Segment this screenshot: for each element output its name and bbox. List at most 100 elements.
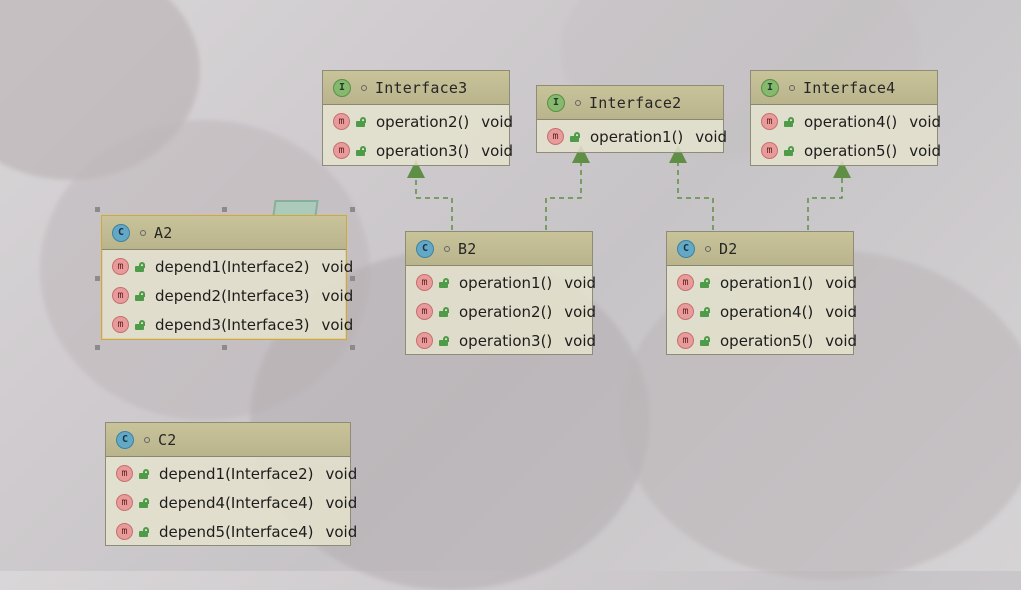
method-icon: m — [416, 303, 433, 320]
method-return-type: void — [825, 274, 857, 292]
class-box-c2[interactable]: C C2 m depend1(Interface2) void m depend… — [105, 422, 351, 546]
method-return-type: void — [695, 128, 727, 146]
selection-handle[interactable] — [222, 345, 227, 350]
lock-icon — [139, 498, 149, 508]
method-signature: depend4(Interface4) — [159, 494, 313, 512]
lock-icon — [700, 307, 710, 317]
method-row[interactable]: m operation4() void — [751, 107, 937, 136]
class-name: B2 — [458, 240, 476, 258]
lock-icon — [439, 336, 449, 346]
method-icon: m — [761, 113, 778, 130]
lock-icon — [570, 132, 580, 142]
method-signature: operation5() — [804, 142, 897, 160]
method-signature: operation2() — [376, 113, 469, 131]
method-return-type: void — [564, 303, 596, 321]
method-icon: m — [416, 332, 433, 349]
method-return-type: void — [325, 523, 357, 541]
class-header[interactable]: I Interface4 — [751, 71, 937, 105]
class-box-d2[interactable]: C D2 m operation1() void m operation4() … — [666, 231, 854, 355]
method-return-type: void — [825, 303, 857, 321]
lock-icon — [356, 146, 366, 156]
method-signature: operation1() — [459, 274, 552, 292]
method-row[interactable]: m depend3(Interface3) void — [102, 310, 346, 339]
method-row[interactable]: m depend1(Interface2) void — [102, 252, 346, 281]
selection-handle[interactable] — [350, 276, 355, 281]
lock-icon — [439, 307, 449, 317]
method-return-type: void — [481, 113, 513, 131]
method-list: m operation1() void — [537, 120, 723, 151]
class-header[interactable]: C A2 — [102, 216, 346, 250]
method-row[interactable]: m operation3() void — [323, 136, 509, 165]
method-list: m operation1() void m operation4() void … — [667, 266, 853, 355]
method-signature: depend2(Interface3) — [155, 287, 309, 305]
method-row[interactable]: m operation1() void — [667, 268, 853, 297]
class-badge-icon: C — [416, 240, 434, 258]
selection-handle[interactable] — [95, 345, 100, 350]
method-row[interactable]: m operation2() void — [323, 107, 509, 136]
visibility-dot-icon — [361, 85, 367, 91]
class-name: D2 — [719, 240, 737, 258]
method-row[interactable]: m operation5() void — [667, 326, 853, 355]
method-return-type: void — [481, 142, 513, 160]
selection-handle[interactable] — [95, 276, 100, 281]
method-row[interactable]: m depend1(Interface2) void — [106, 459, 350, 488]
method-icon: m — [761, 142, 778, 159]
method-row[interactable]: m operation1() void — [537, 122, 723, 151]
class-header[interactable]: I Interface3 — [323, 71, 509, 105]
method-row[interactable]: m operation2() void — [406, 297, 592, 326]
method-signature: operation3() — [376, 142, 469, 160]
class-name: Interface3 — [375, 79, 467, 97]
method-return-type: void — [564, 332, 596, 350]
method-signature: operation1() — [590, 128, 683, 146]
lock-icon — [784, 146, 794, 156]
method-row[interactable]: m depend5(Interface4) void — [106, 517, 350, 546]
method-row[interactable]: m operation4() void — [667, 297, 853, 326]
class-header[interactable]: I Interface2 — [537, 86, 723, 120]
lock-icon — [356, 117, 366, 127]
arrow-d2-to-interface2 — [678, 154, 713, 230]
method-row[interactable]: m operation1() void — [406, 268, 592, 297]
class-box-a2[interactable]: C A2 m depend1(Interface2) void m depend… — [101, 215, 347, 340]
method-return-type: void — [909, 113, 941, 131]
method-row[interactable]: m operation5() void — [751, 136, 937, 165]
method-return-type: void — [909, 142, 941, 160]
method-list: m operation2() void m operation3() void — [323, 105, 509, 165]
lock-icon — [139, 469, 149, 479]
selection-handle[interactable] — [95, 207, 100, 212]
class-box-interface3[interactable]: I Interface3 m operation2() void m opera… — [322, 70, 510, 166]
selection-handle[interactable] — [222, 207, 227, 212]
class-header[interactable]: C D2 — [667, 232, 853, 266]
lock-icon — [135, 262, 145, 272]
method-icon: m — [677, 274, 694, 291]
class-box-b2[interactable]: C B2 m operation1() void m operation2() … — [405, 231, 593, 355]
uml-diagram-canvas: I Interface3 m operation2() void m opera… — [0, 0, 1021, 571]
selection-handle[interactable] — [350, 345, 355, 350]
class-header[interactable]: C C2 — [106, 423, 350, 457]
selection-handle[interactable] — [350, 207, 355, 212]
lock-icon — [784, 117, 794, 127]
method-icon: m — [112, 258, 129, 275]
method-return-type: void — [321, 287, 353, 305]
arrow-d2-to-interface4 — [808, 169, 842, 230]
visibility-dot-icon — [705, 246, 711, 252]
method-signature: depend3(Interface3) — [155, 316, 309, 334]
method-icon: m — [116, 494, 133, 511]
method-row[interactable]: m operation3() void — [406, 326, 592, 355]
visibility-dot-icon — [444, 246, 450, 252]
method-signature: depend5(Interface4) — [159, 523, 313, 541]
class-box-interface4[interactable]: I Interface4 m operation4() void m opera… — [750, 70, 938, 166]
method-return-type: void — [321, 258, 353, 276]
class-box-interface2[interactable]: I Interface2 m operation1() void — [536, 85, 724, 153]
class-header[interactable]: C B2 — [406, 232, 592, 266]
method-signature: operation5() — [720, 332, 813, 350]
method-row[interactable]: m depend2(Interface3) void — [102, 281, 346, 310]
method-row[interactable]: m depend4(Interface4) void — [106, 488, 350, 517]
method-icon: m — [116, 523, 133, 540]
class-badge-icon: C — [112, 224, 130, 242]
class-name: C2 — [158, 431, 176, 449]
method-signature: operation2() — [459, 303, 552, 321]
method-list: m operation4() void m operation5() void — [751, 105, 937, 165]
method-signature: depend1(Interface2) — [155, 258, 309, 276]
method-icon: m — [112, 287, 129, 304]
method-return-type: void — [825, 332, 857, 350]
